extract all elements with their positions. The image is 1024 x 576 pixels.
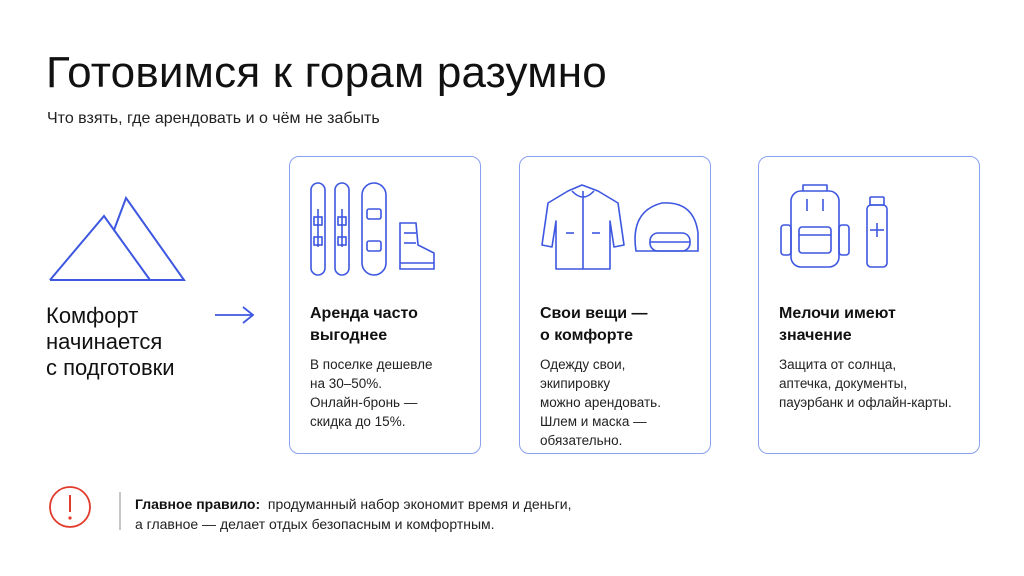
backpack-icon [780, 184, 850, 268]
lead-line: с подготовки [46, 355, 175, 380]
essentials-icons [780, 184, 888, 268]
card-essentials: Мелочи имеют значение Защита от солнца, … [758, 156, 980, 454]
card-title: Аренда часто выгоднее [310, 305, 418, 344]
rule-line: продуманный набор экономит время и деньг… [267, 496, 572, 512]
skis-icon [310, 182, 350, 276]
page-subtitle: Что взять, где арендовать и о чём не заб… [47, 110, 380, 127]
page-title: Готовимся к горам разумно [46, 48, 607, 97]
arrow-right-icon [215, 306, 255, 324]
card-rental: Аренда часто выгоднее В поселке дешевле … [289, 156, 481, 454]
snowboard-icon [361, 182, 387, 276]
lead-line: начинается [46, 329, 163, 354]
divider [119, 492, 121, 530]
lead-line: Комфорт [46, 303, 139, 328]
mountain-icon [49, 195, 186, 281]
helmet-icon [634, 202, 699, 252]
rule-line: а главное — делает отдых безопасным и ко… [135, 516, 495, 532]
card-own-gear: Свои вещи — о комфорте Одежду свои, экип… [519, 156, 711, 454]
sunscreen-icon [866, 196, 888, 268]
card-text: Защита от солнца, аптечка, документы, па… [779, 357, 952, 410]
exclamation-icon [49, 486, 91, 528]
card-title: Свои вещи — о комфорте [540, 305, 648, 344]
rental-icons [310, 182, 435, 276]
main-rule: Главное правило: продуманный набор эконо… [135, 494, 572, 534]
card-text: В поселке дешевле на 30–50%. Онлайн-брон… [310, 357, 433, 429]
jacket-icon [541, 184, 625, 270]
card-text: Одежду свои, экипировку можно арендовать… [540, 357, 661, 448]
own-gear-icons [541, 184, 699, 270]
ski-boot-icon [399, 222, 435, 270]
lead-text: Комфорт начинается с подготовки [46, 303, 175, 381]
rule-label: Главное правило: [135, 496, 261, 512]
card-title: Мелочи имеют значение [779, 305, 896, 344]
